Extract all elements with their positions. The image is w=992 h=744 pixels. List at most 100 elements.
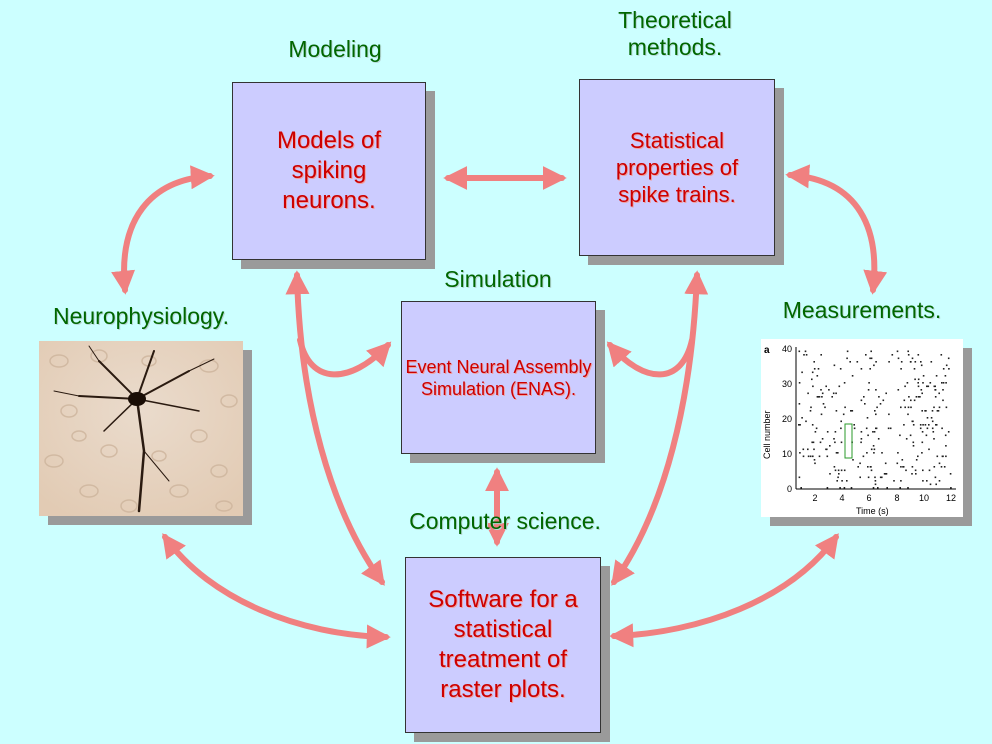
spike-dot: [925, 410, 927, 412]
spike-dot: [860, 431, 863, 433]
spike-dot: [863, 396, 865, 398]
neuron-photo: [39, 341, 243, 516]
raster-highlight-box: [844, 423, 853, 459]
spike-dot: [826, 487, 829, 489]
spike-dot: [833, 438, 835, 440]
spike-dot: [802, 455, 805, 458]
spike-dot: [915, 473, 917, 475]
spike-dot: [917, 385, 920, 388]
spike-dot: [897, 357, 900, 360]
spike-dot: [906, 382, 909, 384]
spike-dot: [924, 410, 926, 412]
spike-dot: [920, 364, 923, 367]
spike-dot: [817, 368, 820, 370]
spike-dot: [933, 385, 936, 388]
spike-dot: [807, 392, 809, 395]
spike-dot: [826, 448, 828, 451]
spike-dot: [908, 396, 910, 398]
spike-dot: [809, 410, 812, 412]
spike-dot: [904, 385, 906, 388]
spike-dot: [900, 466, 902, 468]
spike-dot: [817, 396, 819, 398]
spike-dot: [919, 427, 922, 430]
spike-dot: [914, 469, 917, 472]
spike-dot: [798, 350, 801, 353]
label-computer-science: Computer science.: [409, 508, 601, 534]
spike-dot: [820, 354, 822, 356]
spike-dot: [846, 357, 848, 360]
spike-dot: [922, 424, 924, 426]
raster-plot-svg: a Cell number Time (s) 0 10 20 30 40 2 4…: [762, 344, 956, 516]
ytick-10: 10: [782, 449, 792, 459]
spike-dot: [942, 399, 944, 402]
spike-dot: [917, 378, 920, 381]
spike-dot: [934, 396, 937, 398]
spike-dot: [929, 382, 932, 384]
spike-dot: [873, 431, 876, 433]
spike-dot: [877, 487, 879, 489]
spike-dot: [893, 480, 895, 482]
spike-dot: [917, 455, 919, 458]
spike-dot: [928, 469, 931, 472]
spike-dot: [938, 406, 941, 409]
spike-dot: [901, 459, 904, 461]
arrow-models-enas: [297, 337, 392, 378]
spike-dot: [821, 396, 823, 398]
spike-dot: [846, 480, 848, 482]
spike-dot: [805, 354, 808, 356]
spike-dot: [832, 392, 835, 395]
spike-dot: [927, 385, 930, 388]
spike-dot: [944, 375, 947, 377]
spike-dot: [913, 368, 916, 370]
spike-dot: [917, 354, 920, 356]
spike-dot: [945, 445, 947, 447]
spike-dot: [940, 354, 943, 356]
spike-dot: [945, 455, 947, 458]
spike-dot: [912, 420, 914, 423]
spike-dot: [926, 427, 929, 430]
spike-dot: [938, 462, 941, 465]
spike-dot: [798, 476, 801, 479]
spike-dot: [907, 406, 910, 409]
spike-dot: [833, 364, 836, 367]
spike-dot: [833, 466, 836, 468]
raster-xlabel: Time (s): [856, 506, 889, 516]
spike-dot: [910, 406, 912, 409]
spike-dot: [860, 438, 863, 440]
spike-dot: [837, 452, 839, 454]
spike-dot: [812, 385, 814, 388]
spike-dot: [800, 487, 802, 489]
spike-dot: [834, 431, 837, 433]
spike-dot: [859, 476, 861, 479]
spike-dot: [888, 413, 890, 416]
spike-dot: [839, 487, 841, 489]
spike-dot: [907, 354, 910, 356]
spike-dot: [926, 480, 928, 482]
spike-dot: [824, 406, 826, 409]
spike-dot: [879, 403, 882, 405]
spike-dot: [925, 434, 928, 437]
spike-dot: [807, 448, 809, 451]
spike-dot: [815, 427, 818, 430]
spike-dot: [811, 424, 814, 426]
box-enas: Event Neural Assembly Simulation (ENAS).: [401, 301, 596, 454]
box-software: Software for a statistical treatment of …: [405, 557, 601, 733]
spike-dot: [838, 473, 840, 475]
spike-dot: [860, 368, 863, 370]
spike-dot: [907, 487, 909, 489]
spike-dot: [903, 399, 906, 402]
spike-dot: [936, 410, 939, 412]
spike-dot: [872, 431, 874, 433]
spike-dot: [912, 424, 915, 426]
spike-dot: [839, 368, 842, 370]
label-neurophysiology: Neurophysiology.: [52, 303, 229, 329]
spike-dot: [849, 361, 851, 363]
spike-dot: [899, 434, 901, 437]
spike-dot: [907, 350, 909, 353]
spike-dot: [941, 382, 943, 384]
spike-dot: [813, 448, 815, 451]
spike-dot: [798, 424, 800, 426]
label-theoretical-methods: Theoretical methods.: [618, 7, 732, 60]
spike-dot: [812, 441, 815, 444]
spike-dot: [835, 392, 837, 395]
